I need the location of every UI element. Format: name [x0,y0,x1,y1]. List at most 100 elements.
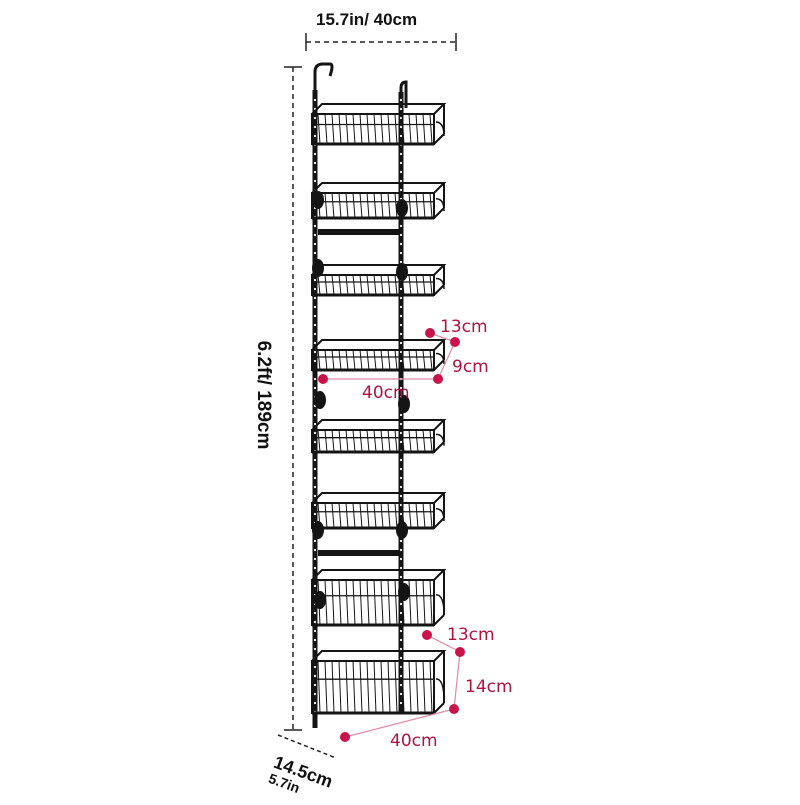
rail-hole [313,233,317,237]
rail-hole [313,296,317,300]
rail-hole [313,152,317,156]
rail-hole [313,674,317,678]
rail-hole [313,332,317,336]
height-dimension-line [284,66,302,731]
rail-hole [399,116,403,120]
rail-hole [399,575,403,579]
rail-hole [399,125,403,129]
rail-hole [399,665,403,669]
rack-knobs [312,191,410,609]
small-basket-height-label: 9cm [452,357,489,377]
rail-hole [399,179,403,183]
rail-hole [313,305,317,309]
rail-hole [399,251,403,255]
large-basket-height-label: 14cm [465,677,513,697]
rail-hole [313,611,317,615]
rail-hole [399,413,403,417]
rail-hole [399,422,403,426]
rail-hole [313,359,317,363]
wire-basket [311,264,447,297]
rail-hole [399,557,403,561]
rack-knob [312,521,324,539]
basket-group [311,103,447,715]
depth-dimension-line [277,734,337,759]
rail-hole [313,620,317,624]
rail-hole [399,323,403,327]
rail-hole [313,647,317,651]
rail-hole [399,341,403,345]
rail-hole [313,161,317,165]
rail-hole [399,647,403,651]
rail-hole [313,287,317,291]
rail-hole [313,548,317,552]
rail-hole [399,98,403,102]
large-basket-measure [344,634,461,738]
wire-basket [311,492,447,530]
rail-hole [313,125,317,129]
rail-hole [313,692,317,696]
rail-hole [399,332,403,336]
rail-hole [399,296,403,300]
rail-hole [399,683,403,687]
rail-hole [399,431,403,435]
rack-knob [312,259,324,277]
large-basket-width-label: 40cm [390,731,438,751]
rail-hole [399,233,403,237]
rail-hole [313,584,317,588]
rail-hole [313,539,317,543]
rail-hole [399,359,403,363]
rail-hole [313,485,317,489]
rail-hole [399,224,403,228]
rail-hole [313,377,317,381]
rail-hole [313,170,317,174]
rack-knob [314,391,326,409]
rack-knob [396,521,408,539]
rail-hole [399,548,403,552]
rail-hole [399,701,403,705]
rail-hole [399,476,403,480]
rail-hole [313,134,317,138]
rail-hole [399,440,403,444]
width-dimension-line [305,33,457,51]
rail-hole [313,467,317,471]
rail-hole [399,629,403,633]
rail-hole [313,323,317,327]
rail-hole [399,188,403,192]
rail-hole [399,494,403,498]
rail-hole [313,314,317,318]
large-basket-depth-label: 13cm [447,625,495,645]
wire-basket [311,569,447,627]
rail-hole [399,170,403,174]
rail-hole [399,656,403,660]
rack-knob [314,591,326,609]
rail-hole [313,431,317,435]
rail-hole [399,602,403,606]
rail-hole [399,134,403,138]
rail-hole [399,260,403,264]
rail-hole [399,314,403,318]
rack-knob [398,395,410,413]
rail-hole [313,503,317,507]
rail-hole [313,476,317,480]
rail-hole [313,701,317,705]
rail-hole [399,287,403,291]
rail-hole [399,638,403,642]
width-label: 15.7in/ 40cm [316,10,418,29]
rail-hole [313,251,317,255]
rail-hole [399,485,403,489]
rail-hole [313,440,317,444]
rail-hole [313,629,317,633]
rail-hole [313,422,317,426]
rail-hole [399,242,403,246]
rail-hole [399,620,403,624]
wire-basket [311,339,447,372]
small-basket-width-label: 40cm [362,383,410,403]
rail-hole [399,539,403,543]
rail-hole [313,512,317,516]
rail-hole [399,305,403,309]
wire-basket [311,103,447,146]
rail-hole [313,341,317,345]
rail-hole [313,638,317,642]
